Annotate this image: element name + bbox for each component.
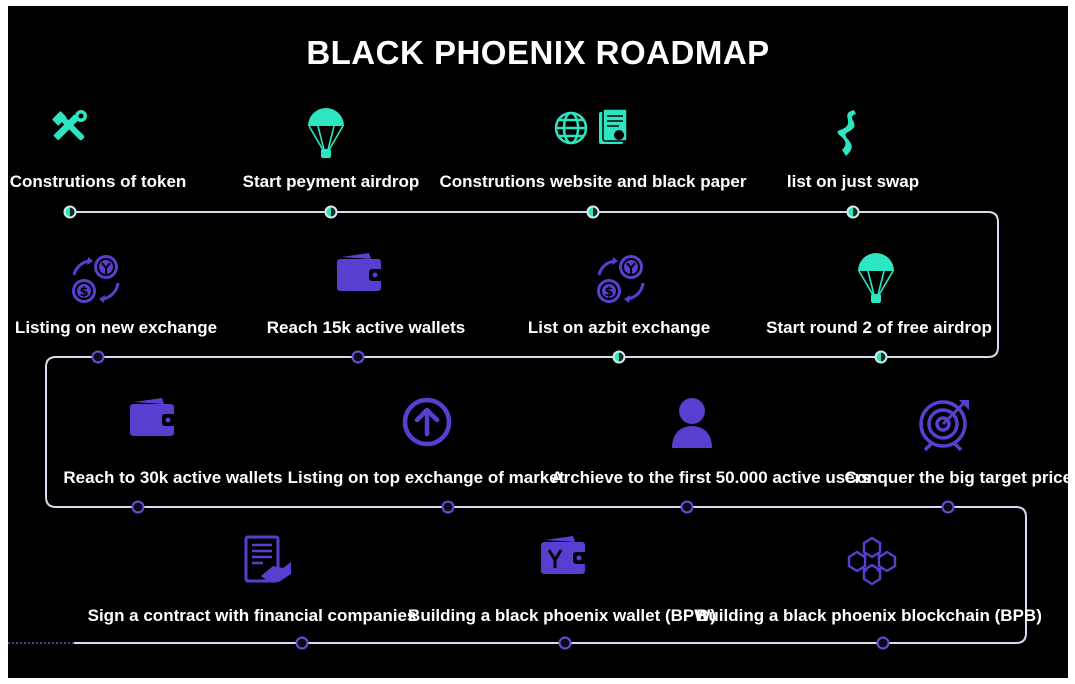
- milestone-label: Start round 2 of free airdrop: [766, 318, 992, 337]
- milestone-label: list on just swap: [786, 172, 920, 191]
- milestone-node-pending: [680, 500, 694, 514]
- milestone-label: Listing on top exchange of market: [287, 468, 565, 487]
- wallet-icon: [128, 396, 178, 443]
- milestone-node-pending: [558, 636, 572, 650]
- milestone-label: Construtions of token: [9, 172, 187, 191]
- milestone-node-pending: [91, 350, 105, 364]
- target-icon: [917, 396, 973, 457]
- milestone-node-done: [874, 350, 888, 364]
- milestone-label: Building a black phoenix wallet (BPW): [408, 606, 716, 625]
- milestone-node-pending: [941, 500, 955, 514]
- milestone-label: Sign a contract with financial companies: [87, 606, 417, 625]
- tools-icon: [45, 106, 91, 157]
- roadmap-canvas: BLACK PHOENIX ROADMAP Construtions of to…: [8, 6, 1068, 678]
- roadmap-path: [8, 211, 1027, 644]
- blockchain-icon: [845, 534, 899, 593]
- milestone-node-done: [846, 205, 860, 219]
- milestone-label: Archieve to the first 50.000 active user…: [551, 468, 871, 487]
- phoenix-wallet-icon: [539, 534, 589, 581]
- milestone-label: Conquer the big target prices: [844, 468, 1068, 487]
- milestone-node-pending: [295, 636, 309, 650]
- milestone-label: Building a black phoenix blockchain (BPB…: [696, 606, 1042, 625]
- milestone-node-pending: [876, 636, 890, 650]
- swirl-icon: [828, 106, 864, 165]
- parachute-icon: [856, 251, 896, 310]
- contract-handshake-icon: [243, 534, 293, 593]
- milestone-label: List on azbit exchange: [527, 318, 711, 337]
- milestone-node-pending: [351, 350, 365, 364]
- milestone-node-done: [324, 205, 338, 219]
- milestone-node-done: [612, 350, 626, 364]
- exchange-icon: $: [68, 251, 124, 312]
- milestone-label: Start peyment airdrop: [242, 172, 420, 191]
- milestone-label: Reach to 30k active wallets: [63, 468, 283, 487]
- roadmap-title: BLACK PHOENIX ROADMAP: [306, 34, 770, 71]
- milestone-node-done: [586, 205, 600, 219]
- globe-document-icon: [553, 106, 633, 155]
- milestone-label: Construtions website and black paper: [439, 172, 747, 191]
- user-icon: [670, 396, 714, 455]
- milestone-node-done: [63, 205, 77, 219]
- wallet-icon: [335, 251, 385, 298]
- roadmap-snake-line: [45, 211, 1027, 644]
- parachute-icon: [306, 106, 346, 165]
- milestone-label: Listing on new exchange: [14, 318, 218, 337]
- milestone-label: Reach 15k active wallets: [266, 318, 466, 337]
- exchange-icon: $: [593, 251, 649, 312]
- svg-text:$: $: [79, 285, 88, 300]
- milestone-node-pending: [131, 500, 145, 514]
- arrow-up-circle-icon: [401, 396, 453, 453]
- svg-text:$: $: [604, 285, 613, 300]
- milestone-node-pending: [441, 500, 455, 514]
